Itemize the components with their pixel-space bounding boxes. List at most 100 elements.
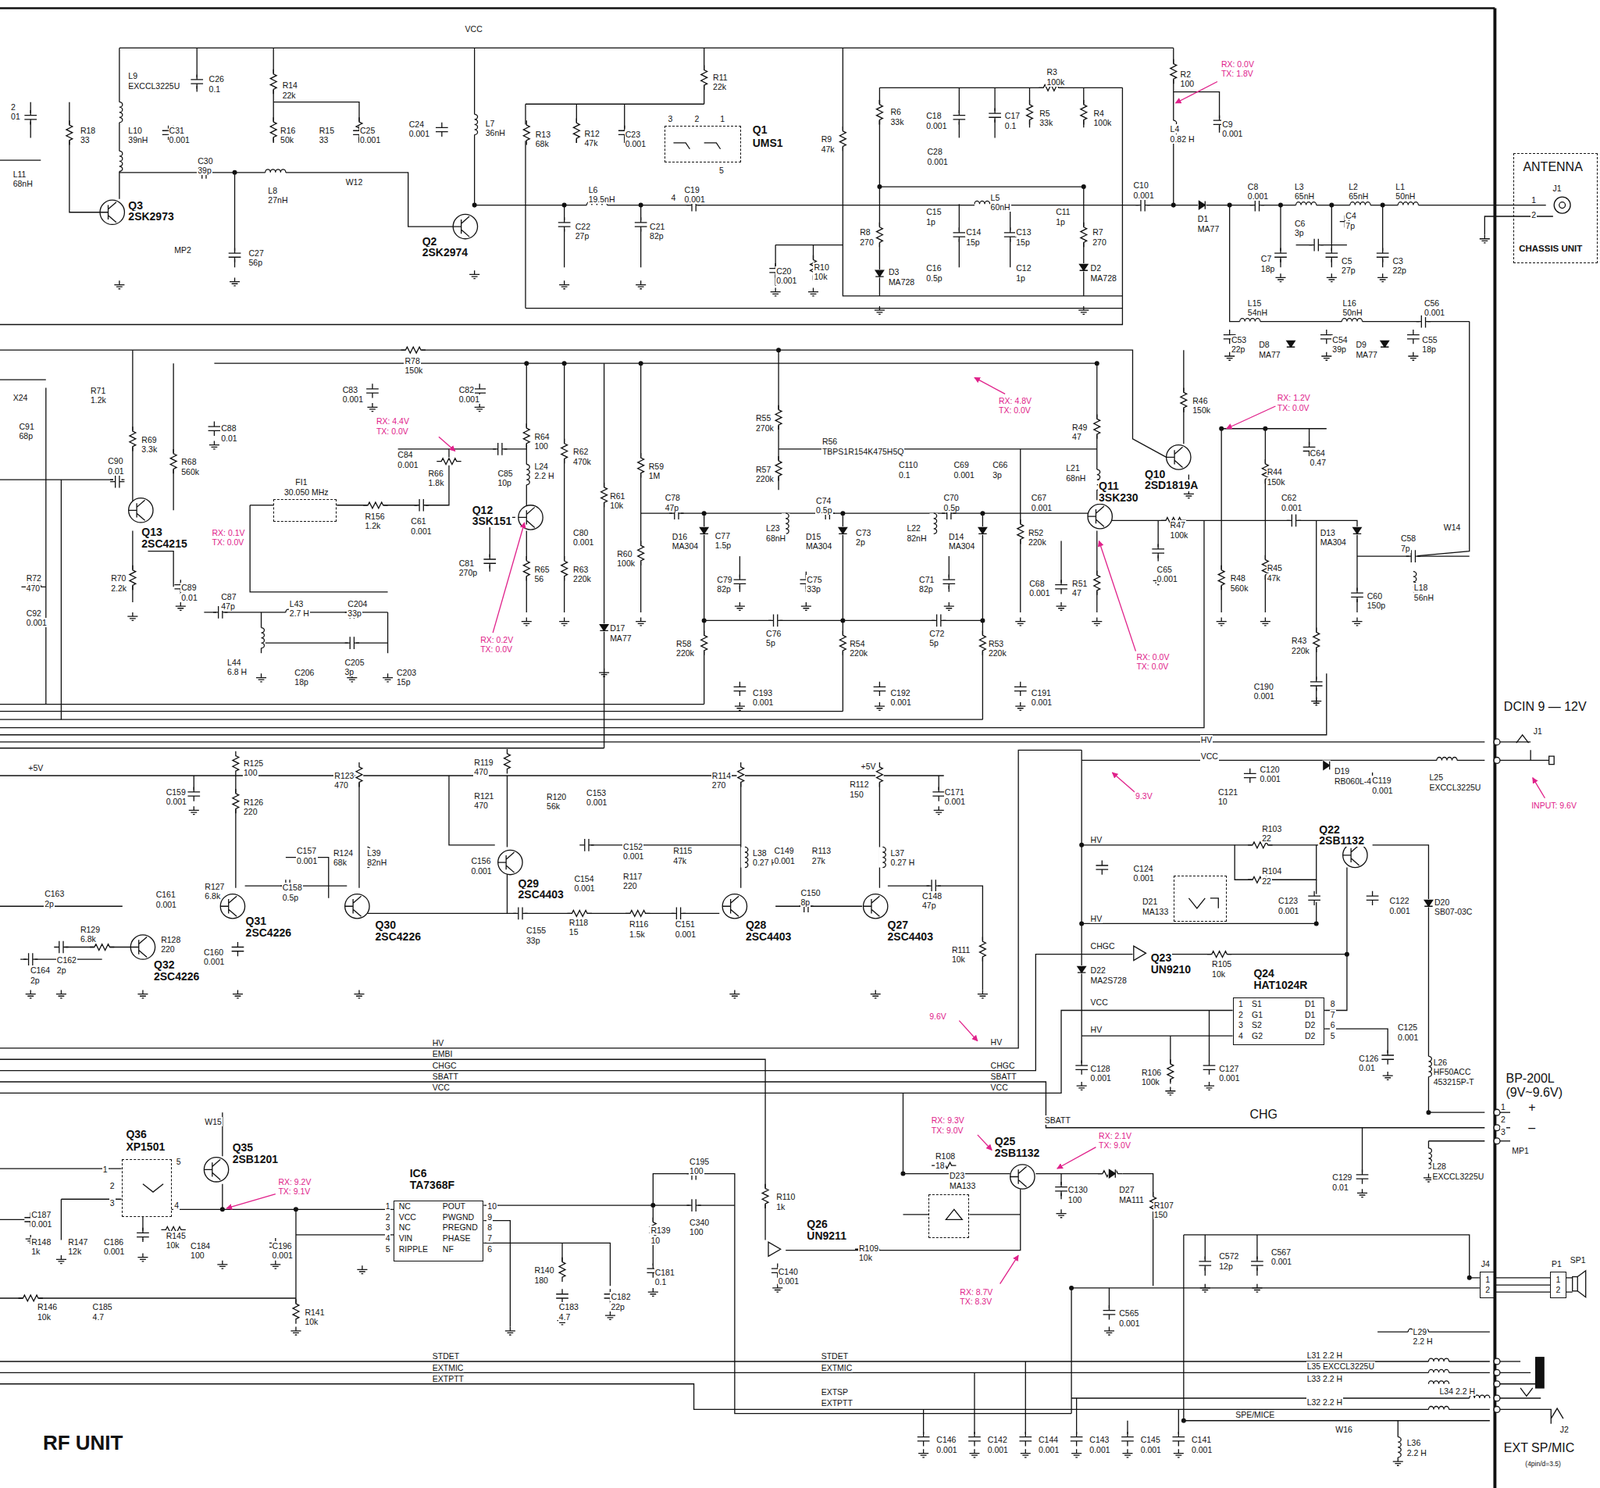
part-label: R146: [36, 1301, 58, 1312]
part-name: Q13: [140, 526, 163, 539]
transistor-symbol: [220, 895, 237, 916]
capacitor-symbol: [366, 383, 379, 398]
part-label: PHASE: [441, 1232, 472, 1243]
part-label: 0.5p: [925, 273, 943, 283]
part-label: R2: [1179, 69, 1192, 79]
part-label: 0.001: [1190, 1444, 1213, 1454]
part-label: 27p: [574, 231, 591, 241]
connector-wire: [1496, 1284, 1551, 1286]
part-name: Q27: [887, 919, 909, 931]
part-label: 68k: [534, 138, 550, 149]
resistor-symbol: [839, 126, 846, 151]
wire: [0, 1297, 296, 1298]
capacitor-symbol: [931, 614, 946, 628]
part-label: 3: [1237, 1019, 1244, 1030]
speaker-wire: [1566, 1277, 1573, 1292]
part-label: 0.1: [208, 84, 222, 94]
part-label: C74: [815, 495, 832, 506]
part-label: R113: [811, 845, 832, 856]
ground-symbol: [114, 280, 125, 289]
part-label: R12: [583, 128, 600, 139]
part-label: C127: [1218, 1063, 1240, 1073]
part-name: UN9211: [805, 1229, 848, 1242]
capacitor-symbol: [1095, 859, 1109, 874]
ground-symbol: [1091, 616, 1102, 625]
ground-symbol: [353, 989, 364, 998]
wire: [1076, 1397, 1077, 1434]
capacitor-symbol: [228, 248, 242, 263]
part-label: C81: [458, 558, 475, 568]
part-label: C17: [1004, 110, 1021, 121]
part-label: 0.001: [1090, 1072, 1112, 1083]
part-label: C18: [925, 110, 942, 121]
part-label: 82nH: [366, 857, 388, 867]
part-name: Q25: [994, 1135, 1016, 1148]
part-label: 8: [1329, 998, 1337, 1009]
resistor-symbol: [232, 788, 239, 813]
part-label: R4: [1093, 108, 1105, 118]
part-label: C203: [395, 667, 417, 678]
junction-dot: [1467, 1275, 1472, 1280]
part-label: C193: [751, 687, 774, 698]
part-label: 0.001: [585, 797, 608, 807]
resistor-symbol: [737, 762, 745, 787]
junction-dot: [1227, 203, 1232, 207]
part-label: C14: [965, 227, 982, 237]
resistor-symbol: [401, 346, 426, 353]
part-label: 100: [533, 441, 549, 451]
part-label: L9: [127, 71, 139, 81]
part-label: 220k: [572, 573, 592, 584]
part-label: 150k: [403, 365, 424, 375]
capacitor-symbol: [926, 879, 941, 892]
ground-symbol: [1311, 696, 1322, 705]
transistor-symbol: [1166, 445, 1191, 470]
node-text: FI1: [294, 477, 308, 487]
wire: [147, 551, 174, 588]
part-label: NC: [398, 1222, 412, 1232]
symbol-mask: [1350, 200, 1371, 209]
part-label: 22k: [281, 90, 297, 100]
part-label: R105: [1211, 958, 1233, 969]
part-label: 220: [242, 806, 259, 817]
symbol-mask: [1379, 339, 1390, 348]
resistor-symbol: [762, 1183, 769, 1209]
part-label: 2: [1555, 1284, 1562, 1294]
wire: [1265, 428, 1266, 613]
part-label: L38: [751, 848, 768, 858]
part-label: 220k: [1290, 645, 1311, 656]
part-label: R45: [1266, 563, 1283, 573]
part-label: D9: [1354, 339, 1367, 350]
part-label: R48: [1229, 573, 1247, 583]
voltage-note: RX: 0.2V: [479, 634, 514, 645]
wire: [213, 362, 1097, 364]
transistor-symbol: [130, 936, 147, 957]
part-label: MA728: [1090, 273, 1118, 283]
wire: [0, 349, 1167, 457]
wire: [295, 1208, 296, 1312]
wire: [842, 47, 1123, 296]
part-label: 0.001: [1037, 1444, 1060, 1454]
ground-symbol: [648, 1287, 659, 1296]
resistor-symbol: [436, 458, 461, 465]
part-label: 19.5nH: [587, 194, 617, 204]
wire: [1413, 321, 1470, 557]
transistor-symbol: [1010, 1164, 1035, 1189]
part-label: 1: [719, 114, 726, 124]
part-label: PREGND: [441, 1222, 479, 1232]
capacitor-symbol: [734, 681, 747, 696]
part-label: 220: [622, 880, 638, 891]
part-label: C340: [688, 1217, 710, 1227]
part-label: R15: [318, 125, 335, 136]
part-label: C71: [918, 574, 935, 585]
part-label: 100k: [1169, 530, 1190, 540]
junction-dot: [562, 203, 567, 207]
part-label: 270: [1091, 237, 1108, 247]
part-label: C151: [674, 919, 696, 929]
part-label: C83: [342, 384, 359, 395]
part-label: C84: [396, 449, 414, 460]
part-label: 47k: [1266, 573, 1282, 583]
part-label: C565: [1118, 1307, 1140, 1318]
node-text: UMS1: [751, 137, 784, 150]
part-label: C70: [942, 492, 959, 503]
part-label: 0.001: [935, 1444, 958, 1454]
